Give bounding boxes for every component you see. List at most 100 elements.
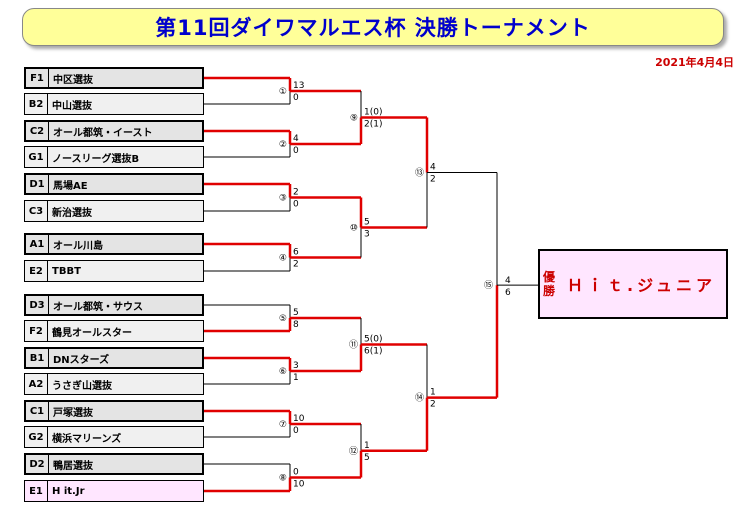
score-bottom: 3 [364, 230, 370, 240]
score-top: 1 [364, 441, 370, 451]
score-top: 6 [293, 248, 299, 258]
match-number: ⑭ [415, 393, 424, 404]
team-seed: G2 [25, 427, 48, 447]
match-number: ⑧ [279, 474, 287, 484]
team-box: D2 鴨居選抜 [24, 453, 204, 475]
score-top: 13 [293, 81, 304, 91]
team-box: E1 H it.Jr [24, 480, 204, 502]
team-name: 中山選抜 [52, 100, 92, 112]
score-top: 3 [293, 361, 299, 371]
match-number: ④ [279, 254, 287, 264]
team-name: うさぎ山選抜 [52, 380, 112, 392]
team-seed: D1 [26, 175, 49, 193]
score-top: 5(0) [364, 335, 382, 345]
champion-name: Ｈｉｔ.ジュニア [567, 276, 716, 295]
team-seed: F1 [26, 69, 49, 87]
score-bottom: 0 [293, 200, 299, 210]
score-top: 0 [293, 468, 299, 478]
team-seed: A1 [26, 235, 49, 253]
event-date: 2021年4月4日 [655, 56, 734, 69]
team-name: 横浜マリーンズ [52, 433, 122, 445]
team-name: 新治選抜 [52, 207, 92, 219]
team-box: B1 DNスターズ [24, 347, 204, 369]
page-title: 第11回ダイワマルエス杯 決勝トーナメント [155, 16, 591, 40]
team-box: E2 TBBT [24, 260, 204, 282]
team-box: G1 ノースリーグ選抜B [24, 146, 204, 168]
team-box: G2 横浜マリーンズ [24, 426, 204, 448]
score-top: 10 [293, 414, 305, 424]
team-seed: C2 [26, 122, 49, 140]
score-bottom: 2 [430, 175, 436, 185]
score-top: 1 [430, 388, 436, 398]
score-bottom: 0 [293, 93, 299, 103]
score-bottom: 2(1) [364, 120, 382, 130]
team-box: A2 うさぎ山選抜 [24, 373, 204, 395]
match-number: ⑦ [279, 420, 287, 430]
team-box: C1 戸塚選抜 [24, 400, 204, 422]
team-name: ノースリーグ選抜B [52, 153, 140, 165]
score-top: 5 [293, 308, 299, 318]
team-seed: D3 [26, 296, 49, 314]
team-box: D3 オール都筑・サウス [24, 294, 204, 316]
score-top: 4 [293, 134, 299, 144]
match-number: ⑬ [415, 168, 424, 179]
team-name: 鴨居選抜 [53, 460, 93, 472]
team-box: B2 中山選抜 [24, 93, 204, 115]
score-bottom: 0 [293, 146, 299, 156]
team-seed: D2 [26, 455, 49, 473]
match-number: ⑪ [349, 340, 358, 351]
score-bottom: 10 [293, 480, 305, 490]
team-name: オール川島 [53, 240, 103, 252]
match-number: ③ [279, 194, 287, 204]
match-number: ⑥ [279, 367, 287, 377]
title-banner: 第11回ダイワマルエス杯 決勝トーナメント [22, 8, 724, 46]
team-box: F1 中区選抜 [24, 67, 204, 89]
team-name: H it.Jr [52, 485, 85, 497]
score-bottom: 1 [293, 373, 299, 383]
team-seed: E2 [25, 261, 48, 281]
champion-label: 優勝 [543, 270, 556, 298]
match-number: ⑫ [349, 446, 358, 457]
final-score-top: 4 [505, 276, 511, 286]
team-name: オール都筑・イースト [53, 127, 153, 139]
team-seed: A2 [25, 374, 48, 394]
match-number: ② [279, 140, 287, 150]
team-box: C2 オール都筑・イースト [24, 120, 204, 142]
match-number: ⑩ [350, 224, 358, 234]
match-number: ⑨ [350, 114, 358, 124]
team-box: D1 馬場AE [24, 173, 204, 195]
team-name: DNスターズ [53, 354, 110, 366]
team-seed: B2 [25, 94, 48, 114]
score-top: 2 [293, 188, 299, 198]
score-top: 5 [364, 218, 370, 228]
team-seed: F2 [25, 321, 48, 341]
match-number: ⑮ [484, 280, 493, 291]
team-seed: C1 [26, 402, 49, 420]
score-bottom: 2 [293, 260, 299, 270]
team-name: 馬場AE [53, 180, 88, 192]
team-box: C3 新治選抜 [24, 200, 204, 222]
team-box: F2 鶴見オールスター [24, 320, 204, 342]
champion-box: 優勝 Ｈｉｔ.ジュニア [538, 249, 728, 319]
score-bottom: 0 [293, 426, 299, 436]
team-name: オール都筑・サウス [53, 301, 143, 313]
score-bottom: 5 [364, 453, 370, 463]
team-name: 中区選抜 [53, 74, 93, 86]
team-name: TBBT [52, 265, 81, 277]
score-bottom: 8 [293, 320, 299, 330]
score-top: 1(0) [364, 108, 382, 118]
final-score-bottom: 6 [505, 288, 511, 298]
match-number: ⑤ [279, 314, 287, 324]
score-bottom: 6(1) [364, 347, 382, 357]
team-name: 鶴見オールスター [52, 327, 132, 339]
team-seed: E1 [25, 481, 48, 501]
team-name: 戸塚選抜 [53, 407, 93, 419]
team-box: A1 オール川島 [24, 233, 204, 255]
match-number: ① [279, 87, 287, 97]
score-bottom: 2 [430, 400, 436, 410]
team-seed: B1 [26, 349, 49, 367]
team-seed: G1 [25, 147, 48, 167]
score-top: 4 [430, 163, 436, 173]
team-seed: C3 [25, 201, 48, 221]
